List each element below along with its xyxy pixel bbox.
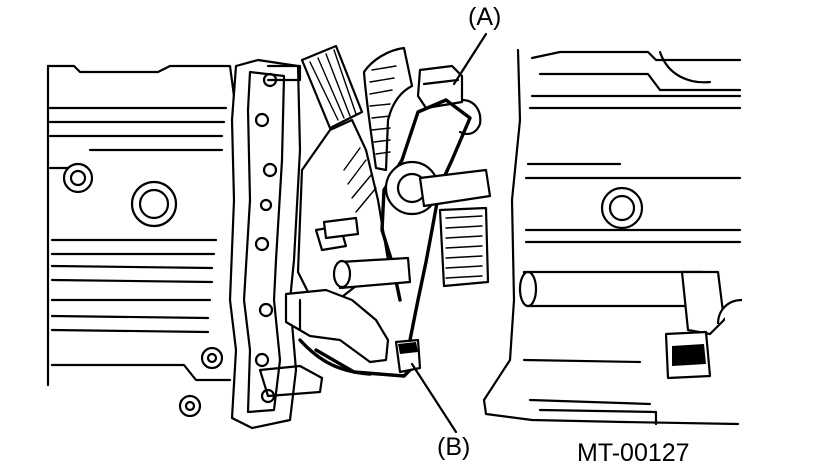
fork-lower-bracket bbox=[258, 288, 422, 398]
gear-teeth-lower bbox=[438, 206, 490, 288]
gasket-flange bbox=[228, 58, 302, 430]
right-case-housing bbox=[482, 48, 743, 426]
shift-lever-body bbox=[296, 118, 390, 302]
ring-gear bbox=[362, 46, 414, 172]
figure-id-label: MT-00127 bbox=[577, 439, 690, 467]
leader-line-b bbox=[410, 362, 458, 434]
leader-lines bbox=[410, 32, 488, 434]
gear-teeth-upper bbox=[300, 44, 364, 130]
left-case-housing bbox=[46, 64, 236, 418]
leader-line-a bbox=[452, 32, 488, 86]
shift-fork bbox=[332, 64, 492, 358]
callout-label-b: (B) bbox=[437, 433, 471, 461]
callout-label-a: (A) bbox=[468, 3, 502, 31]
